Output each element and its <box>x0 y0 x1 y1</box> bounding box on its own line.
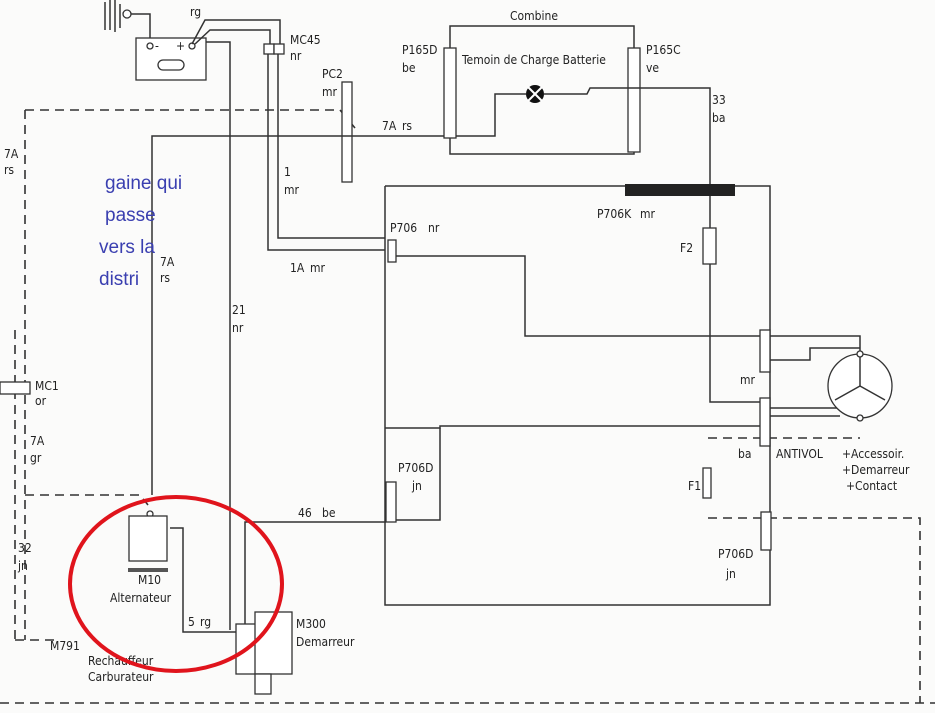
svg-text:F1: F1 <box>688 479 701 493</box>
svg-text:7A: 7A <box>160 255 175 269</box>
svg-text:nr: nr <box>232 321 244 335</box>
antivol-connector-top <box>759 329 771 373</box>
svg-text:jn: jn <box>725 567 736 581</box>
mc1-connector: MC1 or <box>0 379 59 408</box>
combine-title: Combine <box>510 9 558 23</box>
p706k-connector: P706K mr <box>597 184 735 221</box>
lamp-label: Temoin de Charge Batterie <box>461 53 606 67</box>
svg-text:passe: passe <box>105 205 156 226</box>
svg-text:21: 21 <box>232 303 246 317</box>
p706d-right-connector: P706D jn <box>718 511 772 581</box>
svg-text:MC45: MC45 <box>290 33 321 47</box>
starter-m300: M300 Demarreur <box>235 611 355 695</box>
ignition-switch-icon <box>827 350 893 422</box>
svg-text:1A: 1A <box>290 261 305 275</box>
svg-text:P706K: P706K <box>597 207 632 221</box>
battery-wire-label: rg <box>190 5 201 19</box>
antivol-connector-bottom <box>759 397 771 447</box>
svg-text:Carburateur: Carburateur <box>88 670 154 684</box>
svg-text:5: 5 <box>188 615 195 629</box>
warning-lamp-icon <box>526 85 544 103</box>
svg-text:ba: ba <box>738 447 751 461</box>
annotation-text: gaine qui passe vers la distri <box>99 173 182 290</box>
battery-minus: - <box>155 39 159 53</box>
svg-text:46: 46 <box>298 506 312 520</box>
antivol-label: ANTIVOL <box>776 447 823 461</box>
svg-text:nr: nr <box>290 49 302 63</box>
svg-text:MC1: MC1 <box>35 379 59 393</box>
svg-text:M300: M300 <box>296 617 326 631</box>
svg-text:7A: 7A <box>30 434 45 448</box>
svg-text:33: 33 <box>712 93 726 107</box>
p706-connector: P706 nr <box>387 221 440 263</box>
svg-text:ba: ba <box>712 111 725 125</box>
fuse-f2: F2 <box>680 227 717 265</box>
pc2-connector: PC2 mr <box>322 67 353 183</box>
svg-text:+Demarreur: +Demarreur <box>842 463 910 477</box>
alternator-m10: M10 Alternateur <box>110 510 172 605</box>
svg-text:PC2: PC2 <box>322 67 343 81</box>
svg-text:vers la: vers la <box>99 237 155 258</box>
svg-text:mr: mr <box>640 207 656 221</box>
svg-text:rs: rs <box>402 119 412 133</box>
svg-text:P165C: P165C <box>646 43 681 57</box>
svg-text:or: or <box>35 394 47 408</box>
svg-text:+Contact: +Contact <box>846 479 897 493</box>
svg-text:gr: gr <box>30 451 42 465</box>
svg-text:mr: mr <box>322 85 338 99</box>
p165c-connector: P165C ve <box>627 43 681 153</box>
svg-text:7A: 7A <box>4 147 19 161</box>
svg-text:+Accessoir.: +Accessoir. <box>842 447 904 461</box>
fuse-f1: F1 <box>688 467 712 499</box>
svg-text:be: be <box>402 61 416 75</box>
svg-text:gaine qui: gaine qui <box>105 173 182 194</box>
ground-icon <box>104 0 151 42</box>
svg-text:Alternateur: Alternateur <box>110 591 172 605</box>
svg-text:distri: distri <box>99 269 139 290</box>
battery: - + rg <box>135 5 207 81</box>
svg-text:F2: F2 <box>680 241 693 255</box>
svg-text:mr: mr <box>310 261 326 275</box>
highlight-circle <box>68 495 284 673</box>
svg-text:P706D: P706D <box>398 461 433 475</box>
svg-text:P165D: P165D <box>402 43 437 57</box>
svg-text:M10: M10 <box>138 573 161 587</box>
p706d-left-connector: P706D jn <box>385 461 433 523</box>
svg-text:rs: rs <box>160 271 170 285</box>
svg-text:rg: rg <box>200 615 211 629</box>
p165d-connector: P165D be <box>402 43 457 139</box>
battery-plus: + <box>176 39 185 53</box>
mc45-connector: MC45 nr <box>263 33 321 63</box>
svg-text:M791: M791 <box>50 639 80 653</box>
svg-text:jn: jn <box>411 479 422 493</box>
svg-text:rs: rs <box>4 163 14 177</box>
svg-text:mr: mr <box>284 183 300 197</box>
svg-text:1: 1 <box>284 165 291 179</box>
svg-text:Demarreur: Demarreur <box>296 635 355 649</box>
svg-text:32: 32 <box>18 541 32 555</box>
svg-text:mr: mr <box>740 373 756 387</box>
svg-text:P706D: P706D <box>718 547 753 561</box>
svg-text:jn: jn <box>17 559 28 573</box>
svg-text:P706: P706 <box>390 221 417 235</box>
svg-text:ve: ve <box>646 61 659 75</box>
svg-text:7A: 7A <box>382 119 397 133</box>
svg-text:be: be <box>322 506 336 520</box>
svg-text:nr: nr <box>428 221 440 235</box>
